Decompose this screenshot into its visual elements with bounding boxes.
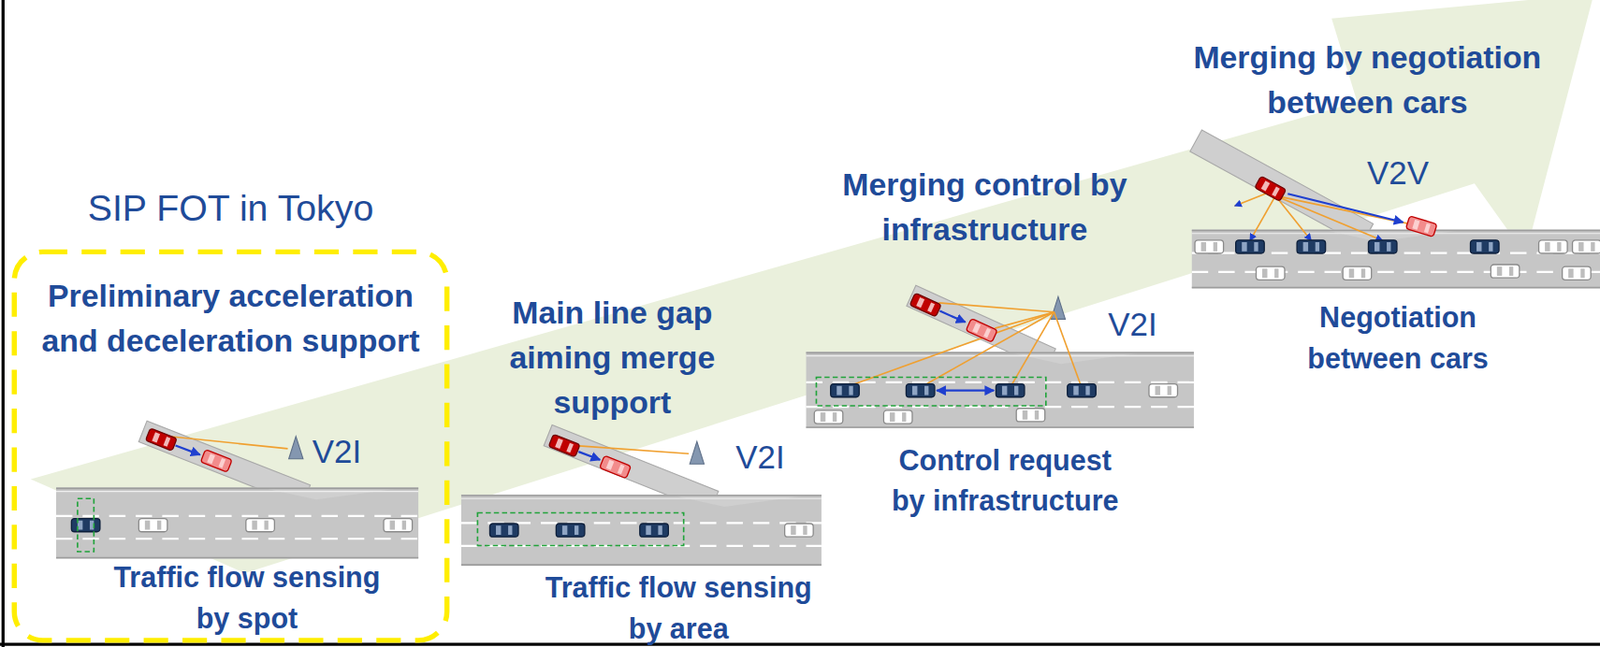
v2i-link bbox=[844, 312, 1055, 389]
car bbox=[1405, 216, 1437, 238]
car bbox=[1016, 408, 1046, 422]
stage-title: Merging by negotiation between cars bbox=[1137, 35, 1598, 126]
car bbox=[995, 384, 1025, 398]
sensing-area bbox=[477, 513, 684, 547]
main-road bbox=[1192, 229, 1600, 289]
road-edge bbox=[461, 564, 822, 567]
roadside-antenna bbox=[1050, 296, 1065, 320]
v2i-link bbox=[938, 303, 1054, 313]
car bbox=[548, 434, 581, 457]
merge-taper bbox=[673, 495, 807, 508]
car bbox=[1236, 240, 1266, 254]
merge-taper bbox=[265, 488, 399, 500]
car bbox=[1367, 240, 1397, 254]
car bbox=[830, 384, 860, 398]
car bbox=[905, 384, 935, 398]
car bbox=[883, 410, 913, 424]
stage-title: Merging control by infrastructure bbox=[815, 162, 1153, 253]
control-caption: Control request by infrastructure bbox=[882, 440, 1128, 523]
v2i-link bbox=[1010, 312, 1055, 389]
sensing-area bbox=[815, 378, 1046, 408]
car bbox=[555, 523, 585, 538]
road-edge bbox=[56, 491, 419, 493]
stage-title: Preliminary acceleration and deceleratio… bbox=[15, 274, 445, 364]
road bbox=[56, 421, 419, 559]
gap-arrow bbox=[936, 390, 994, 393]
main-road bbox=[56, 487, 419, 559]
motion-arrow bbox=[939, 311, 965, 323]
car bbox=[1254, 175, 1287, 202]
car bbox=[1194, 240, 1224, 254]
lane-line bbox=[56, 515, 419, 518]
car bbox=[1255, 266, 1285, 280]
road-edge bbox=[806, 352, 1194, 355]
road bbox=[461, 425, 822, 568]
road bbox=[1190, 130, 1600, 290]
fot-stage-box: SIP FOT in TokyoPreliminary acceleration… bbox=[12, 249, 450, 643]
car bbox=[200, 450, 233, 473]
car bbox=[1296, 240, 1326, 254]
car bbox=[909, 292, 942, 318]
v2v-link bbox=[1235, 193, 1266, 206]
v2v-link bbox=[1250, 195, 1276, 241]
main-road bbox=[806, 351, 1194, 429]
main-road bbox=[461, 494, 822, 567]
car bbox=[145, 428, 178, 451]
car bbox=[785, 523, 815, 538]
road-edge bbox=[461, 494, 822, 497]
roadside-antenna bbox=[689, 441, 704, 465]
road-edge bbox=[1192, 287, 1600, 290]
v2v-label: V2V bbox=[1356, 155, 1439, 193]
road-edge bbox=[1192, 230, 1600, 233]
frame-line bbox=[1, 0, 5, 647]
stage-title: Main line gap aiming merge support bbox=[484, 290, 741, 426]
heading-label: SIP FOT in Tokyo bbox=[15, 187, 445, 230]
car bbox=[71, 519, 101, 533]
lane-line bbox=[1192, 271, 1600, 274]
car bbox=[1490, 264, 1520, 278]
road-edge bbox=[56, 488, 419, 491]
car bbox=[1342, 266, 1372, 280]
motion-arrow bbox=[578, 451, 600, 461]
negotiation-caption: Negotiation between cars bbox=[1275, 297, 1521, 379]
car bbox=[138, 519, 168, 533]
v2i-label: V2I bbox=[719, 438, 801, 477]
motion-arrow bbox=[1287, 193, 1403, 223]
lane-line bbox=[56, 538, 419, 540]
v2i-link bbox=[169, 436, 289, 450]
car bbox=[1562, 266, 1592, 280]
car bbox=[640, 523, 670, 538]
car bbox=[965, 319, 998, 344]
car bbox=[814, 410, 844, 424]
roadside-antenna bbox=[289, 436, 304, 460]
car bbox=[1149, 384, 1179, 398]
car bbox=[1572, 240, 1600, 254]
car bbox=[246, 519, 276, 533]
motion-arrow bbox=[175, 446, 201, 456]
v2i-label: V2I bbox=[1091, 305, 1174, 344]
car bbox=[599, 455, 632, 479]
v2i-link bbox=[920, 312, 1055, 389]
sensing-caption: Traffic flow sensing by area bbox=[525, 567, 832, 647]
sensing-caption: Traffic flow sensing by spot bbox=[93, 558, 400, 640]
sensing-area bbox=[77, 498, 94, 553]
road-edge bbox=[461, 498, 822, 500]
v2i-label: V2I bbox=[295, 433, 378, 471]
car bbox=[1067, 384, 1097, 398]
road bbox=[806, 285, 1194, 429]
v2v-link bbox=[1275, 195, 1383, 241]
car bbox=[1469, 240, 1499, 254]
road-edge bbox=[806, 426, 1194, 429]
ramp bbox=[1190, 130, 1374, 246]
car bbox=[1539, 240, 1569, 254]
frame-line bbox=[0, 643, 1600, 647]
road-edge bbox=[806, 355, 1194, 357]
car bbox=[489, 523, 519, 538]
v2i-link bbox=[1054, 312, 1082, 389]
lane-line bbox=[806, 381, 1194, 384]
fot-dashed-frame bbox=[14, 251, 447, 641]
road-edge bbox=[56, 557, 419, 560]
car bbox=[383, 519, 413, 533]
v2i-link bbox=[575, 446, 689, 455]
